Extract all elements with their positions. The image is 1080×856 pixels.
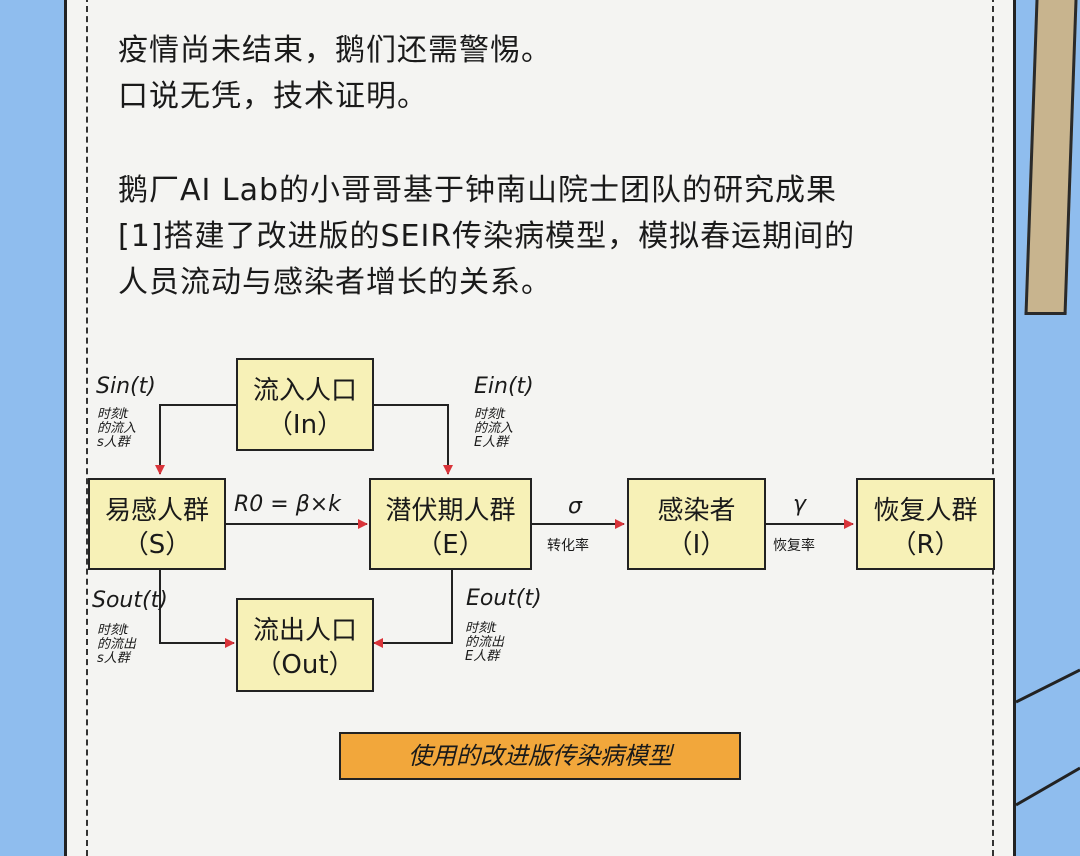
node-susceptible-code: （S） [122, 530, 192, 560]
node-outflow-name: 流出人口 [252, 616, 357, 646]
node-recovered: 恢复人群 （R） [856, 478, 995, 570]
node-recovered-name: 恢复人群 [873, 496, 978, 526]
body-line-3: 人员流动与感染者增长的关系。 [118, 265, 552, 300]
background-lines [1016, 668, 1080, 807]
edge-e-to-out [373, 570, 453, 648]
desc-sigma: 转化率 [547, 538, 589, 554]
node-susceptible: 易感人群 （S） [88, 478, 226, 570]
node-inflow-name: 流入人口 [252, 376, 357, 406]
node-infected: 感染者 （I） [627, 478, 766, 570]
node-inflow-code: （In） [266, 410, 344, 440]
body-line-2: [1]搭建了改进版的SEIR传染病模型，模拟春运期间的 [118, 219, 856, 254]
node-exposed: 潜伏期人群 （E） [369, 478, 532, 570]
edge-in-to-e [372, 404, 453, 475]
intro-line-2: 口说无凭，技术证明。 [118, 79, 428, 114]
node-outflow-code: （Out） [255, 650, 355, 680]
label-sigma: σ [568, 494, 582, 519]
node-exposed-name: 潜伏期人群 [385, 496, 516, 526]
edge-s-to-out [159, 570, 235, 648]
node-exposed-code: （E） [416, 530, 485, 560]
edge-in-to-s [155, 404, 236, 475]
intro-line-1: 疫情尚未结束，鹅们还需警惕。 [118, 33, 552, 68]
node-inflow: 流入人口 （In） [236, 358, 374, 451]
paper-panel [64, 0, 1016, 856]
label-r0: R0 = β×k [234, 492, 341, 517]
label-s-out: Sout(t) [92, 588, 168, 613]
label-s-in: Sin(t) [96, 374, 156, 399]
body-paragraph: 鹅厂AI Lab的小哥哥基于钟南山院士团队的研究成果 [1]搭建了改进版的SEI… [118, 168, 855, 306]
label-e-in: Ein(t) [474, 374, 534, 399]
diagram-caption: 使用的改进版传染病模型 [339, 732, 741, 780]
node-recovered-code: （R） [890, 530, 961, 560]
left-background [0, 0, 64, 845]
dashed-border [86, 0, 994, 856]
node-infected-name: 感染者 [657, 496, 736, 526]
body-line-1: 鹅厂AI Lab的小哥哥基于钟南山院士团队的研究成果 [118, 173, 838, 208]
label-gamma: γ [793, 492, 807, 517]
label-e-out: Eout(t) [466, 586, 542, 611]
node-infected-code: （I） [666, 530, 727, 560]
intro-paragraph: 疫情尚未结束，鹅们还需警惕。 口说无凭，技术证明。 [118, 28, 552, 120]
node-outflow: 流出人口 （Out） [236, 598, 374, 692]
node-susceptible-name: 易感人群 [104, 496, 209, 526]
desc-gamma: 恢复率 [773, 538, 815, 554]
